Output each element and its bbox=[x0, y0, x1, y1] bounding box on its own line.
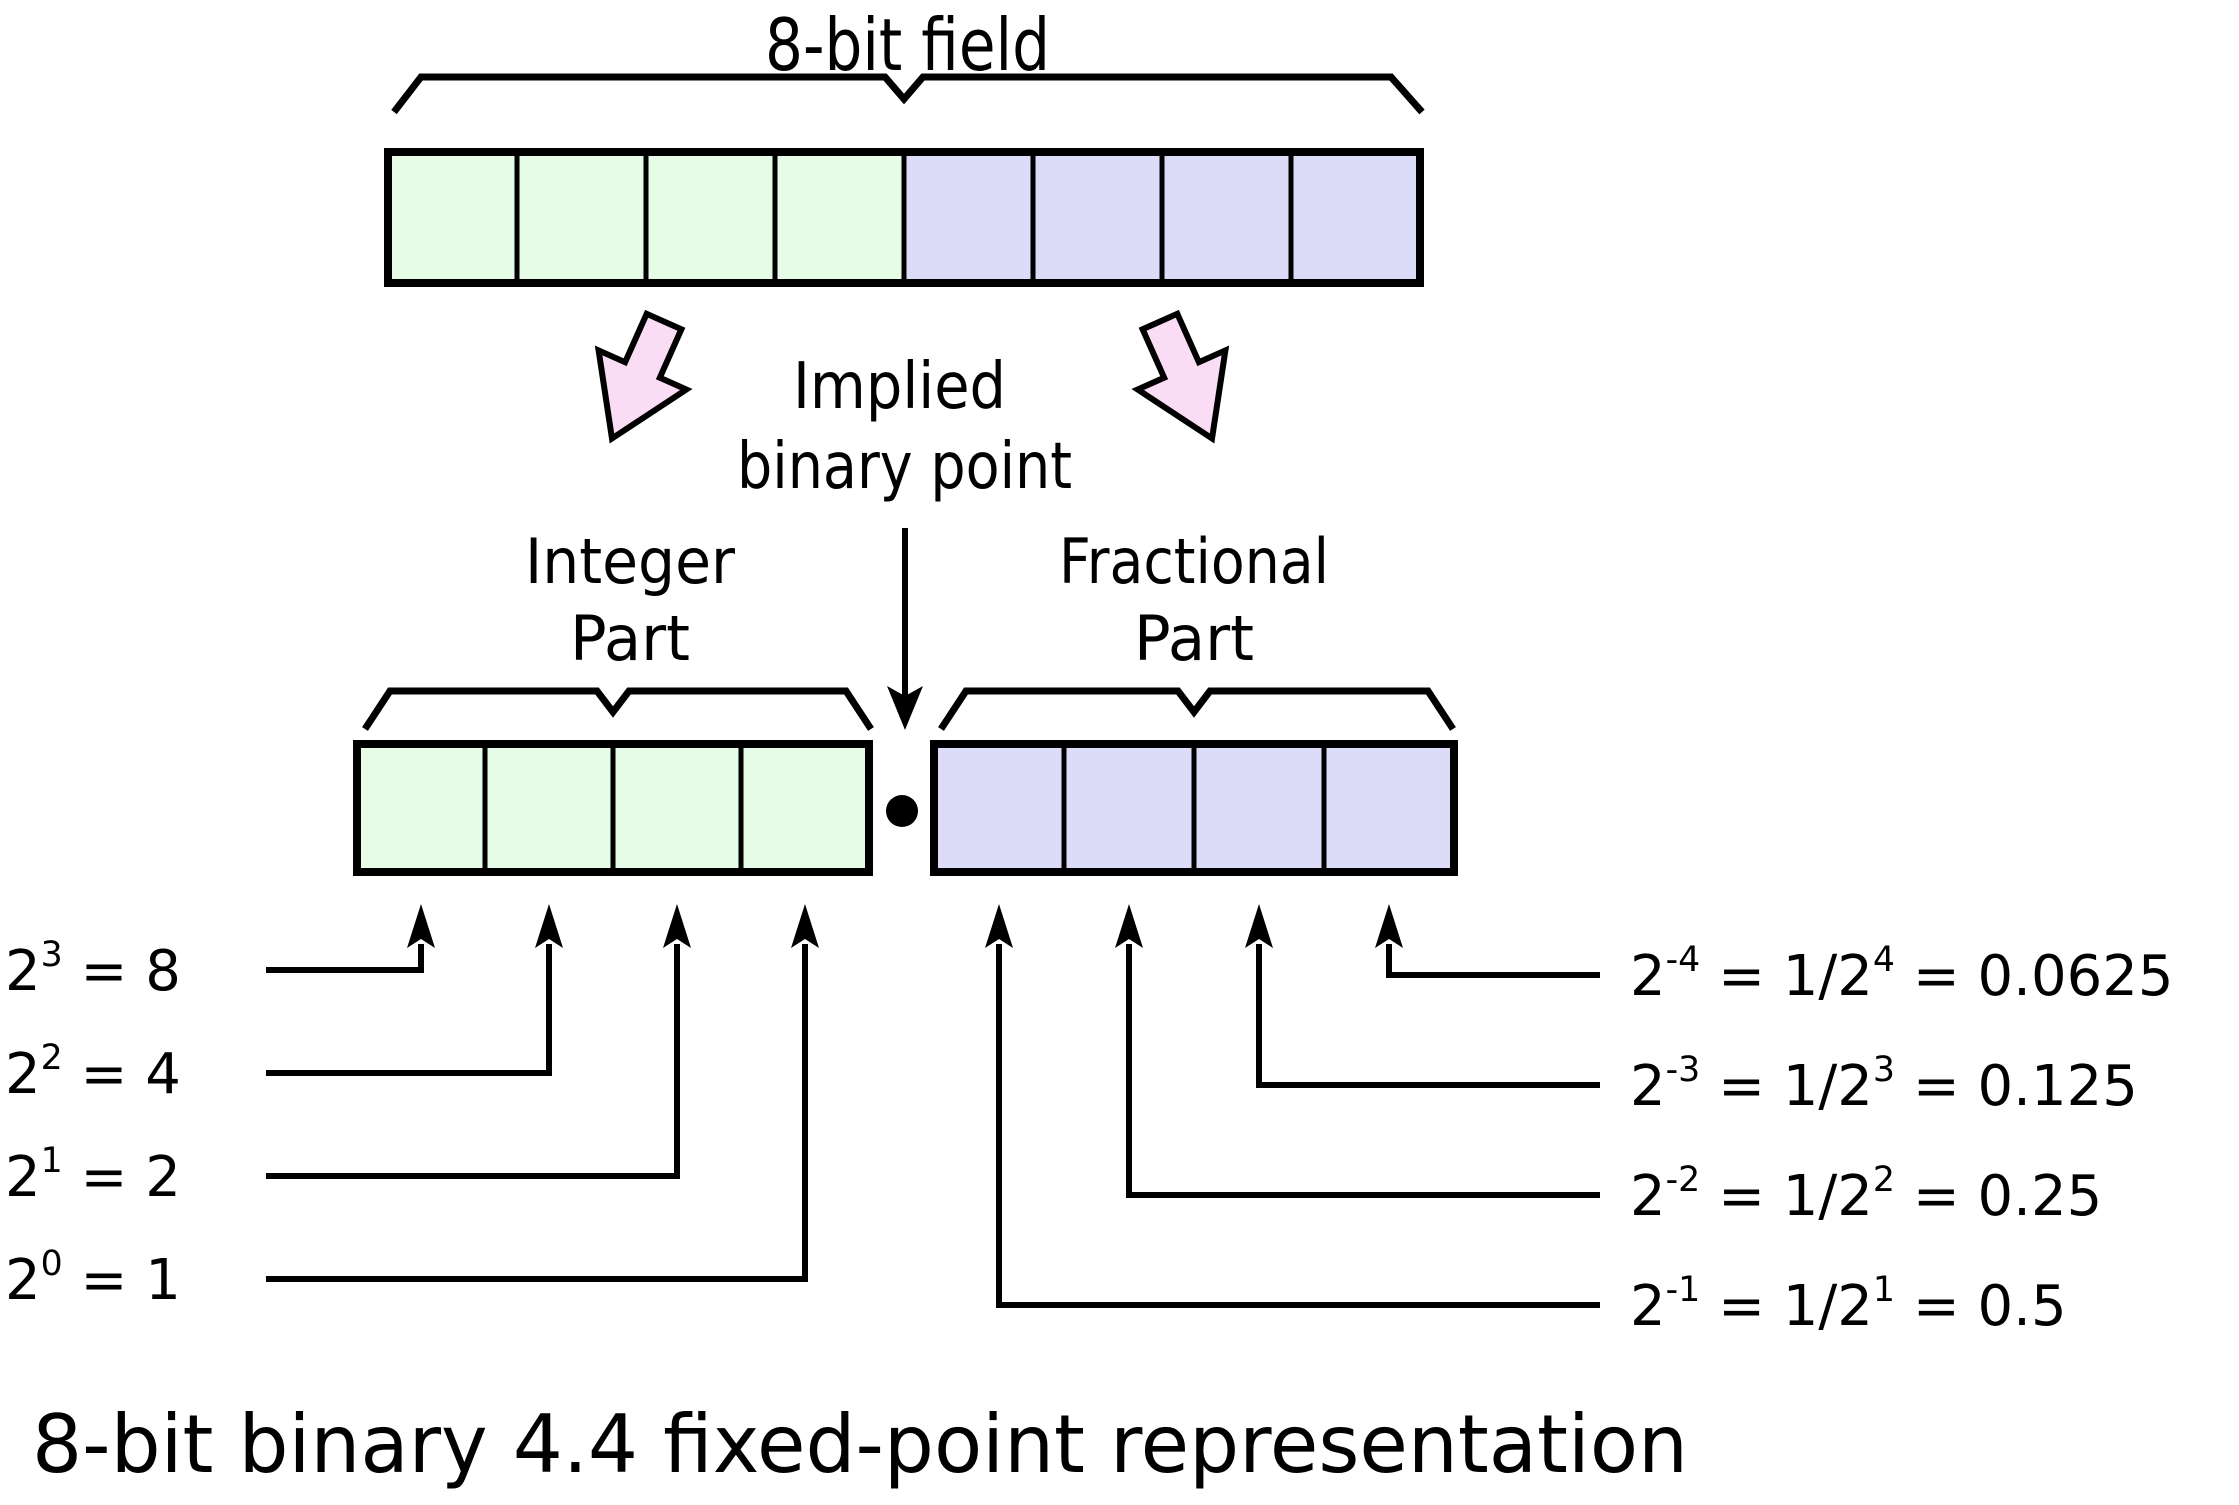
power-label-2p0: 20 = 1 bbox=[5, 1244, 181, 1313]
integer-bit-cell bbox=[482, 741, 616, 875]
integer-bit-cell bbox=[738, 741, 872, 875]
binary-point-arrowhead-icon bbox=[887, 686, 923, 730]
connector-2p2 bbox=[266, 944, 552, 1076]
bit-cell bbox=[514, 149, 649, 286]
arrowhead-icon bbox=[535, 904, 563, 948]
bit-cell bbox=[1030, 149, 1165, 286]
implied-label-line1: Implied bbox=[793, 350, 1006, 424]
connector-2m1 bbox=[996, 944, 1600, 1308]
arrowhead-icon bbox=[663, 904, 691, 948]
integer-bit-cell bbox=[610, 741, 744, 875]
right-pink-arrow-icon bbox=[1131, 309, 1230, 444]
power-label-2p3: 23 = 8 bbox=[5, 935, 181, 1004]
field-label: 8-bit field bbox=[765, 3, 1050, 87]
top-row-outline bbox=[384, 148, 1424, 287]
diagram-caption: 8-bit binary 4.4 fixed-point representat… bbox=[32, 1398, 1688, 1491]
fraction-part-row bbox=[930, 740, 1458, 876]
bit-cell bbox=[901, 149, 1036, 286]
connector-2p3 bbox=[266, 944, 424, 973]
integer-weight-arrowheads bbox=[407, 904, 819, 948]
arrowhead-icon bbox=[985, 904, 1013, 948]
fraction-bit-cell bbox=[1321, 741, 1457, 875]
integer-brace bbox=[362, 687, 874, 731]
fractional-brace bbox=[938, 687, 1456, 731]
connector-2m4 bbox=[1386, 944, 1600, 978]
integer-weight-connectors bbox=[266, 944, 808, 1282]
fraction-bit-cell bbox=[931, 741, 1067, 875]
integer-part-row bbox=[353, 740, 873, 876]
fraction-weight-arrowheads bbox=[985, 904, 1403, 948]
arrowhead-icon bbox=[1245, 904, 1273, 948]
arrowhead-icon bbox=[1115, 904, 1143, 948]
arrowhead-icon bbox=[1375, 904, 1403, 948]
power-label-2m4: 2-4 = 1/24 = 0.0625 bbox=[1630, 940, 2173, 1009]
fractional-part-label-line2: Part bbox=[1134, 602, 1254, 675]
bit-cell bbox=[643, 149, 778, 286]
implied-label-line2: binary point bbox=[737, 430, 1072, 504]
bit-cell bbox=[772, 149, 907, 286]
bit-field-row bbox=[384, 148, 1424, 287]
fractional-part-label-line1: Fractional bbox=[1059, 525, 1329, 598]
power-label-2p1: 21 = 2 bbox=[5, 1141, 181, 1210]
fraction-bit-cell bbox=[1191, 741, 1327, 875]
bit-cell bbox=[385, 149, 520, 286]
connector-2p1 bbox=[266, 944, 680, 1179]
power-label-2m1: 2-1 = 1/21 = 0.5 bbox=[1630, 1270, 2067, 1339]
integer-part-label-line1: Integer bbox=[525, 525, 735, 598]
fraction-bit-cell bbox=[1061, 741, 1197, 875]
bit-cell bbox=[1288, 149, 1423, 286]
top-brace bbox=[391, 73, 1425, 115]
fraction-weight-connectors bbox=[996, 944, 1600, 1308]
power-label-2m2: 2-2 = 1/22 = 0.25 bbox=[1630, 1160, 2102, 1229]
connector-2m3 bbox=[1256, 944, 1600, 1088]
power-label-2p2: 22 = 4 bbox=[5, 1038, 181, 1107]
bit-cell bbox=[1159, 149, 1294, 286]
integer-part-label-line2: Part bbox=[570, 602, 690, 675]
connector-2p0 bbox=[266, 944, 808, 1282]
arrowhead-icon bbox=[407, 904, 435, 948]
integer-row-outline bbox=[353, 740, 873, 876]
fraction-row-outline bbox=[930, 740, 1458, 876]
arrowhead-icon bbox=[791, 904, 819, 948]
integer-bit-cell bbox=[354, 741, 488, 875]
power-label-2m3: 2-3 = 1/23 = 0.125 bbox=[1630, 1050, 2138, 1119]
connector-2m2 bbox=[1126, 944, 1600, 1198]
left-pink-arrow-icon bbox=[594, 309, 693, 444]
binary-point-dot bbox=[886, 795, 918, 827]
